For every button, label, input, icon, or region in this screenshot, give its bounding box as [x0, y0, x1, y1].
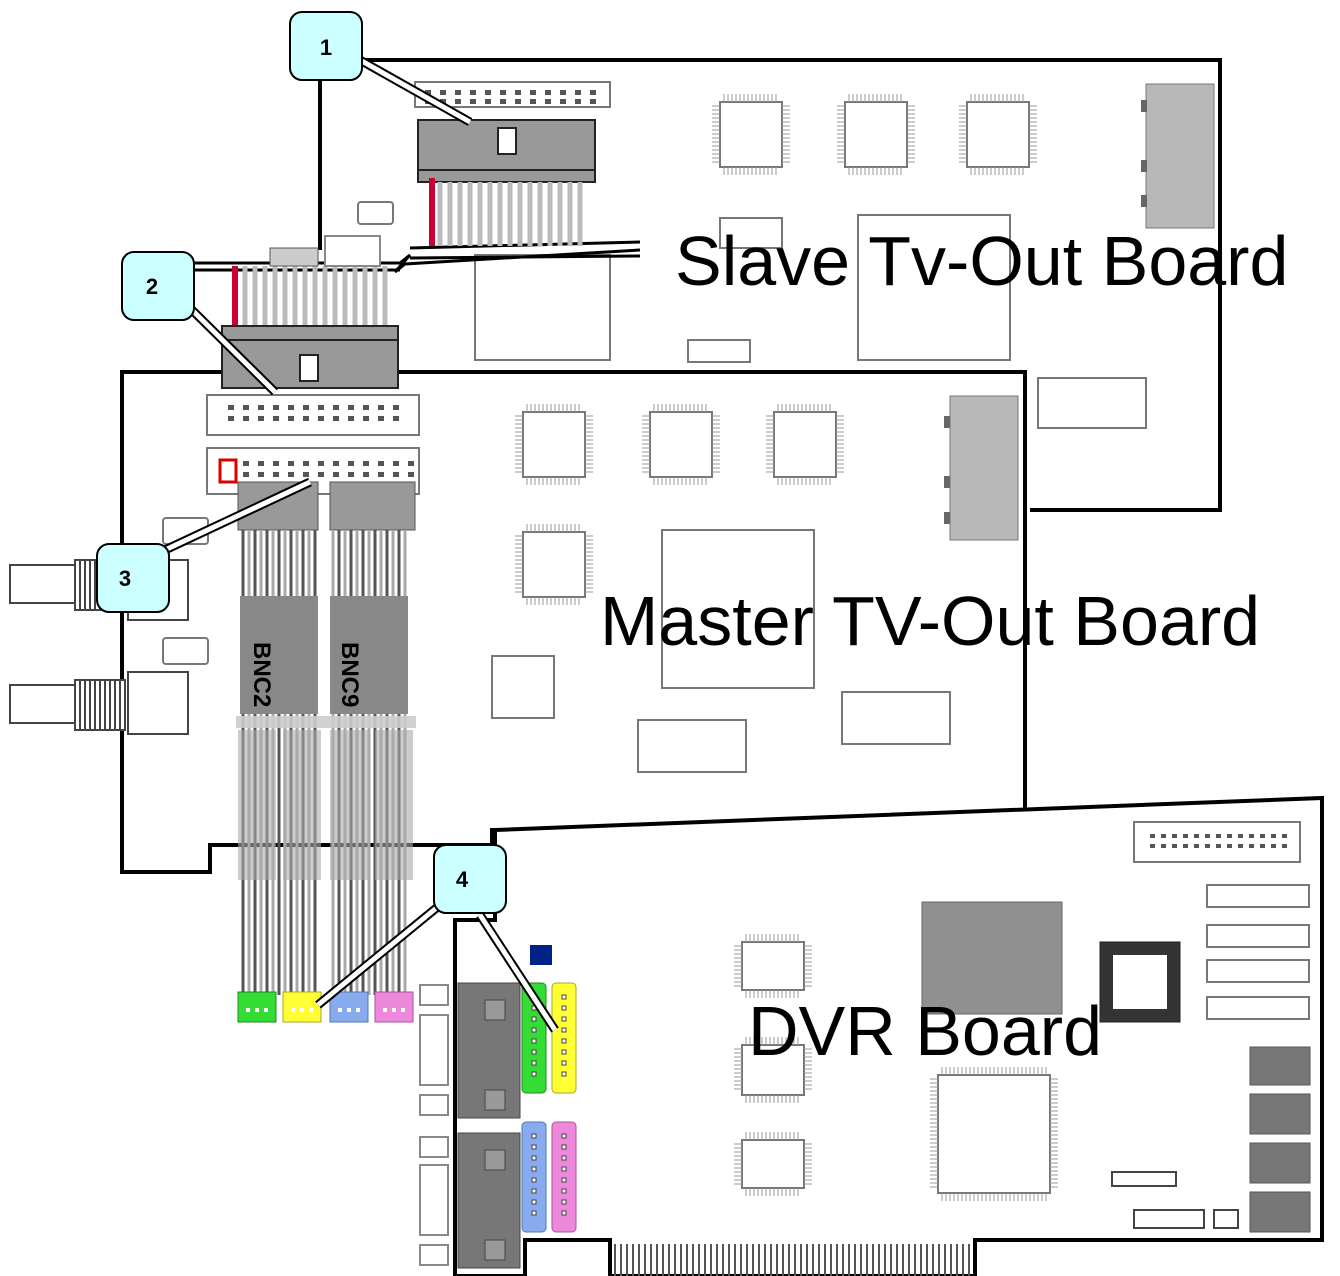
bnc-plug-green: [237, 991, 277, 1023]
dvr-header: [1133, 821, 1301, 863]
dvr-board: [419, 795, 1324, 1276]
callout-lines: [163, 56, 559, 1033]
master-output-port: [944, 395, 1019, 541]
bnc-label-bnc9: BNC9: [336, 642, 363, 707]
dvr-connector-yellow: [551, 982, 577, 1094]
master-power-connector-2: [162, 637, 209, 665]
dvr-chips: [741, 941, 1051, 1194]
callout-1-label: 1: [320, 35, 332, 60]
bnc-cable-connector-right: [329, 481, 416, 531]
dvr-connector-blue: [521, 1121, 547, 1233]
slave-board-title: Slave Tv-Out Board: [675, 222, 1288, 300]
callout-1: 1: [289, 11, 363, 81]
master-chip-leads: [515, 404, 844, 605]
slave-power-connector: [357, 201, 394, 225]
master-board-title: Master TV-Out Board: [600, 582, 1260, 660]
bnc-output-cables: BNC2 BNC9: [236, 481, 416, 1023]
slave-tv-out-board: [318, 58, 1222, 512]
callout-4: 4: [433, 844, 507, 914]
callout-4-label: 4: [456, 867, 469, 892]
dvr-blue-jumper: [530, 945, 552, 965]
bnc-plug-blue: [329, 991, 369, 1023]
pin1-marker: [218, 458, 238, 484]
dvr-connector-pink: [551, 1121, 577, 1233]
dvr-bracket: [419, 984, 449, 1266]
dvr-chip-leads: [734, 934, 1058, 1201]
slave-chip-leads: [712, 94, 1037, 175]
ribbon-cable-slave-master: [221, 119, 596, 389]
master-chips: [491, 411, 951, 773]
callout-2-label: 2: [146, 274, 158, 299]
bnc-label-bnc2: BNC2: [248, 642, 275, 707]
dvr-video-input-block-1: [457, 982, 521, 1119]
dvr-slots: [1206, 884, 1310, 1020]
callout-3-label: 3: [119, 566, 131, 591]
bnc-plug-yellow: [282, 991, 322, 1023]
dvr-heatsink: [921, 901, 1063, 1015]
callout-2: 2: [121, 251, 195, 321]
pci-edge-connector: [614, 1244, 970, 1276]
slave-chips: [474, 101, 1147, 429]
bnc-plug-pink: [374, 991, 414, 1023]
dvr-jumpers: [1111, 1171, 1239, 1229]
dvr-board-title: DVR Board: [748, 992, 1102, 1070]
bnc-jack-bottom: [9, 671, 189, 735]
dvr-video-input-block-2: [457, 1132, 521, 1269]
callout-3: 3: [96, 543, 170, 613]
dvr-output-ports: [1249, 1046, 1311, 1233]
master-header-top: [206, 394, 420, 436]
slave-output-port: [1141, 83, 1215, 229]
